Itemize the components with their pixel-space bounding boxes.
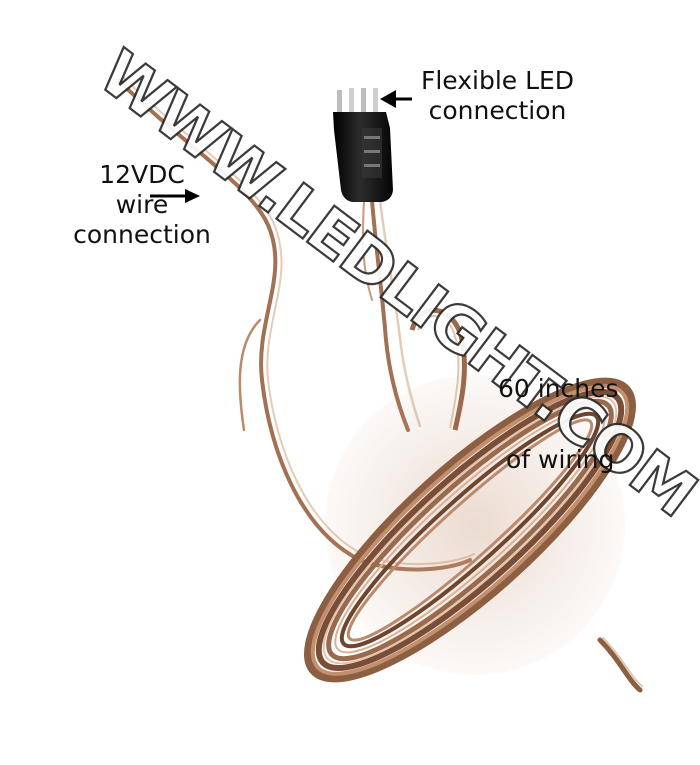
arrow-flexible-led — [380, 90, 412, 108]
connector-pin — [349, 88, 354, 114]
led-label-line: Flexible LED — [420, 66, 575, 95]
arrow-12vdc — [150, 189, 200, 203]
led-label-line: connection — [428, 96, 567, 125]
power-label-line: connection — [73, 220, 211, 249]
connector-pin — [373, 88, 378, 114]
wire-coil — [304, 307, 643, 693]
led-connector — [333, 88, 393, 202]
connector-pin — [337, 90, 342, 114]
power-connection-label: 12VDC wire connection — [62, 160, 222, 250]
connector-pin — [361, 88, 366, 114]
led-connection-label: Flexible LED connection — [410, 66, 585, 126]
power-label-line: 12VDC — [99, 160, 185, 189]
wire-length-label: 60 inches — [498, 374, 619, 403]
power-label-line: wire — [115, 190, 169, 219]
wire-length-label-2: of wiring — [506, 445, 615, 474]
